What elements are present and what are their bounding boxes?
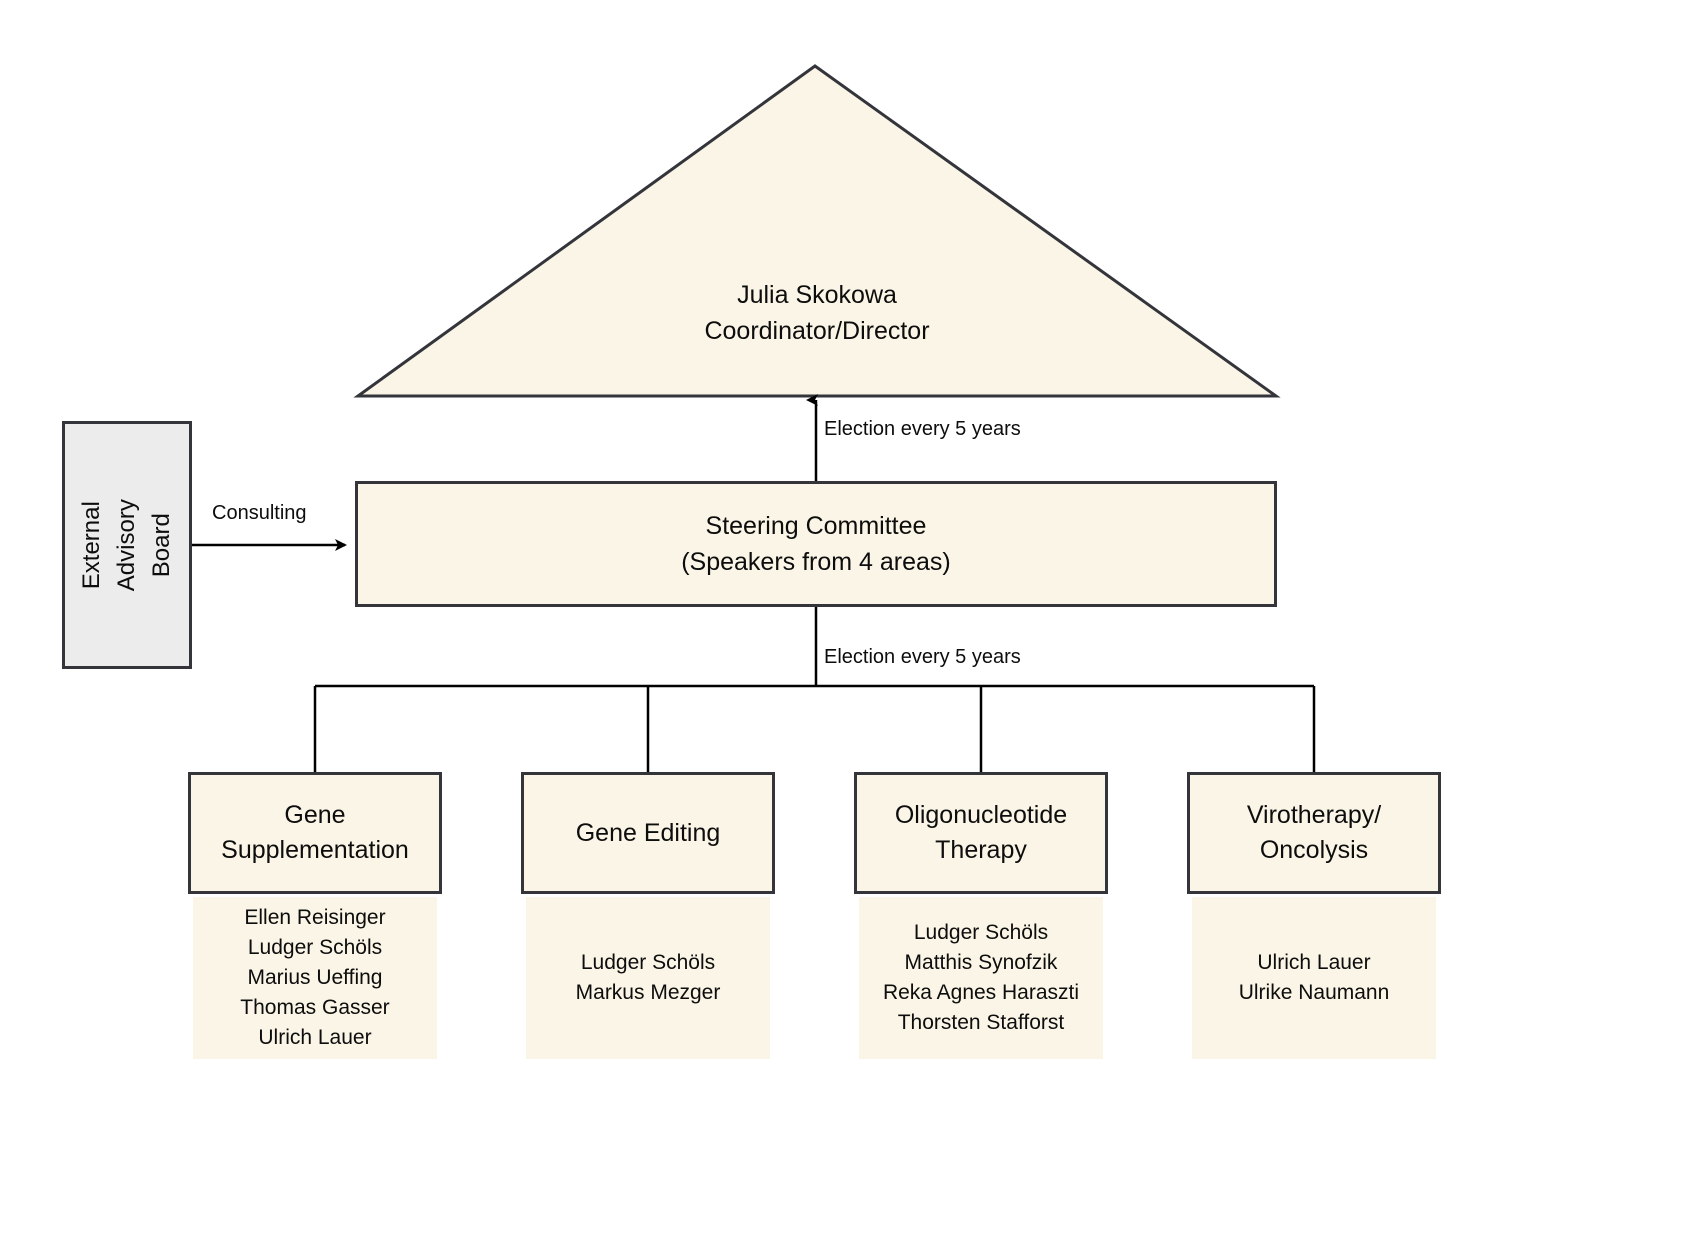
- member-panel-virotherapy-oncolysis: Ulrich Lauer Ulrike Naumann: [1192, 897, 1436, 1059]
- area-title: Virotherapy/ Oncolysis: [1246, 801, 1382, 864]
- edge-label-election-areas: Election every 5 years: [824, 646, 1021, 668]
- area-title: Gene Supplementation: [221, 801, 409, 864]
- member-list: Ludger Schöls Matthis Synofzik Reka Agne…: [882, 921, 1080, 1034]
- external-advisory-board-label: External Advisory Board: [77, 498, 175, 592]
- steering-committee-box[interactable]: Steering Committee (Speakers from 4 area…: [355, 481, 1277, 607]
- area-box-virotherapy-oncolysis[interactable]: Virotherapy/ Oncolysis: [1187, 772, 1441, 894]
- edge-label-election-director: Election every 5 years: [824, 418, 1021, 440]
- steering-committee-label: Steering Committee (Speakers from 4 area…: [681, 511, 951, 576]
- area-box-oligonucleotide-therapy[interactable]: Oligonucleotide Therapy: [854, 772, 1108, 894]
- member-list: Ludger Schöls Markus Mezger: [575, 951, 721, 1004]
- area-title: Oligonucleotide Therapy: [894, 801, 1068, 864]
- area-box-gene-editing[interactable]: Gene Editing: [521, 772, 775, 894]
- member-list: Ulrich Lauer Ulrike Naumann: [1238, 951, 1390, 1004]
- edge-label-consulting: Consulting: [212, 502, 307, 524]
- area-box-gene-supplementation[interactable]: Gene Supplementation: [188, 772, 442, 894]
- area-title: Gene Editing: [575, 818, 721, 847]
- member-panel-gene-supplementation: Ellen Reisinger Ludger Schöls Marius Uef…: [193, 897, 437, 1059]
- member-list: Ellen Reisinger Ludger Schöls Marius Uef…: [240, 906, 390, 1049]
- member-panel-oligonucleotide-therapy: Ludger Schöls Matthis Synofzik Reka Agne…: [859, 897, 1103, 1059]
- external-advisory-board-box[interactable]: External Advisory Board: [62, 421, 192, 669]
- coordinator-triangle[interactable]: Julia Skokowa Coordinator/Director: [352, 60, 1282, 402]
- member-panel-gene-editing: Ludger Schöls Markus Mezger: [526, 897, 770, 1059]
- coordinator-label: Julia Skokowa Coordinator/Director: [704, 281, 930, 345]
- triangle-shape: [353, 64, 1281, 398]
